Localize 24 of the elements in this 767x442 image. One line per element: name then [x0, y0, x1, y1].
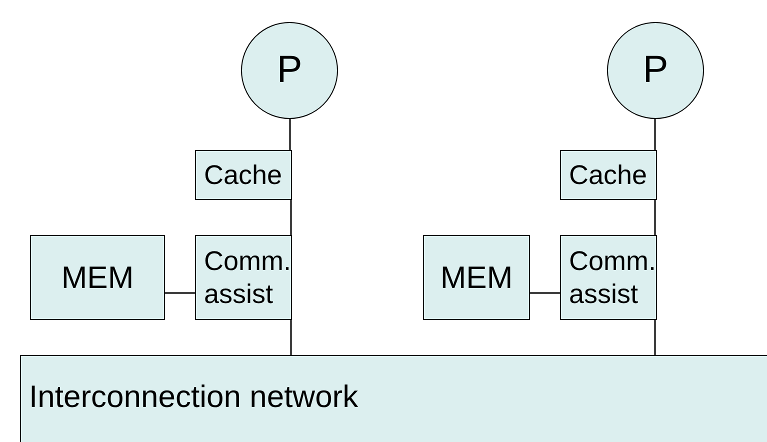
node-label: MEM [61, 258, 134, 296]
connector-line [290, 200, 292, 235]
connector-line [654, 119, 656, 150]
node-label: Comm. assist [569, 245, 656, 310]
connector-line [654, 320, 656, 355]
node-label: P [276, 48, 302, 93]
connector-line [654, 200, 656, 235]
connector-line [165, 292, 195, 294]
node-label: MEM [440, 258, 513, 296]
network-bar [20, 355, 767, 442]
connector-line [530, 292, 560, 294]
comm-assist-box [195, 235, 292, 320]
cache-box [195, 150, 292, 200]
connector-line [289, 119, 291, 150]
comm-assist-box [560, 235, 657, 320]
node-label: Cache [204, 158, 282, 192]
node-label: Cache [569, 158, 648, 192]
memory-box [423, 235, 530, 320]
node-label: Comm. assist [204, 245, 291, 310]
cache-box [560, 150, 657, 200]
connector-line [290, 320, 292, 355]
node-label: Interconnection network [29, 378, 358, 416]
memory-box [30, 235, 165, 320]
node-label: P [642, 48, 668, 93]
